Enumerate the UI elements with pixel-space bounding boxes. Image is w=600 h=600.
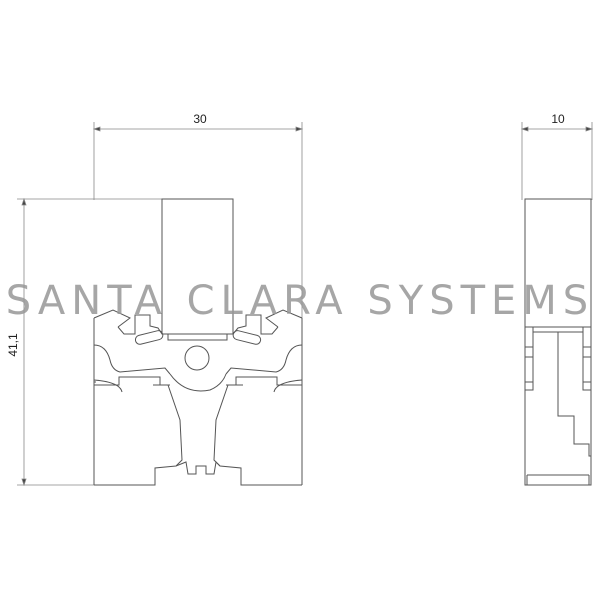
front-width-dimension (92, 122, 304, 485)
side-width-label: 10 (551, 112, 565, 126)
side-width-dimension (520, 122, 594, 200)
front-height-label: 41,1 (6, 333, 20, 357)
front-view (93, 198, 303, 486)
front-height-dimension (17, 197, 162, 487)
front-width-label: 30 (193, 112, 207, 126)
side-view (524, 198, 592, 486)
